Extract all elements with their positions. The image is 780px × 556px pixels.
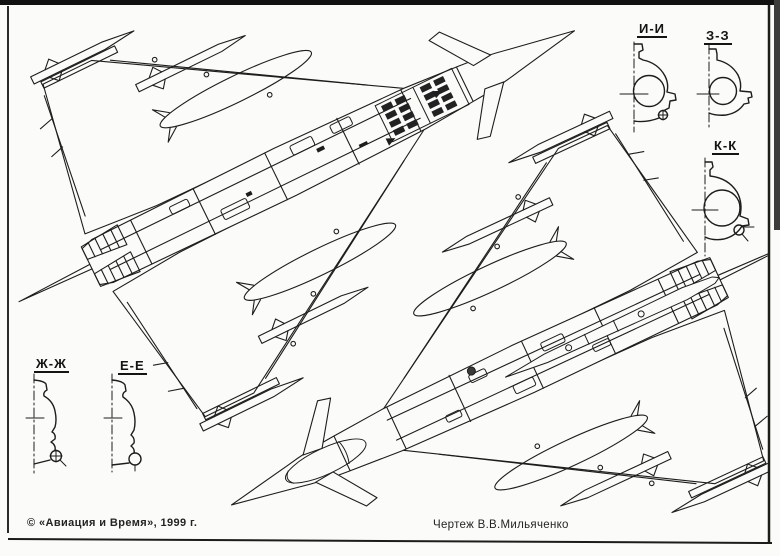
section-ii-drawing [619, 41, 677, 133]
section-label-ii: И-И [637, 21, 668, 38]
page-frame [0, 0, 780, 544]
section-label-zz: З-З [704, 28, 732, 45]
bottom-view-aircraft-drawing [9, 6, 665, 487]
section-zhzh-drawing [25, 373, 67, 475]
copyright-text: © «Авиация и Время», 1999 г. [27, 517, 198, 529]
top-view-aircraft-drawing [144, 57, 768, 539]
section-label-ee: Е-Е [118, 358, 147, 375]
section-label-zhzh: Ж-Ж [34, 356, 69, 373]
section-ee-drawing [103, 373, 142, 473]
credit-text: Чертеж В.В.Мильяченко [433, 519, 569, 531]
section-zz-drawing [696, 44, 753, 131]
section-label-kk: К-К [712, 138, 740, 155]
section-kk-drawing [691, 157, 755, 257]
